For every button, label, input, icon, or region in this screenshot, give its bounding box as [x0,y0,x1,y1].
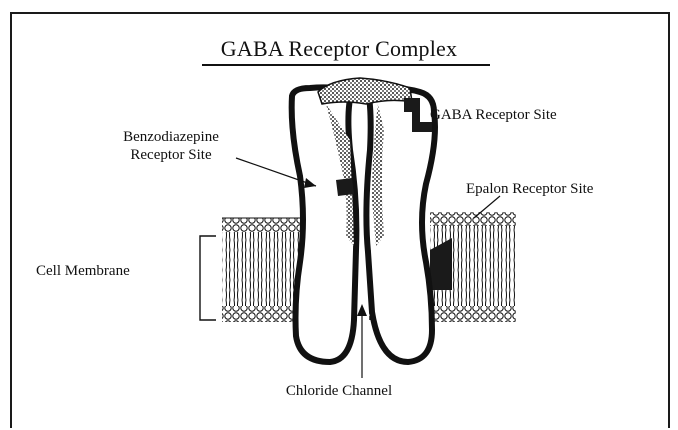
benzodiazepine-site-label: Benzodiazepine Receptor Site [96,128,246,164]
gaba-site-label: GABA Receptor Site [430,106,557,124]
membrane-right [430,212,516,322]
membrane-left [222,218,300,322]
chloride-channel-label: Chloride Channel [0,382,678,400]
cell-membrane-label: Cell Membrane [36,262,130,280]
benzodiazepine-label-line2: Receptor Site [96,146,246,164]
benzodiazepine-site [336,178,354,196]
epalon-site-label: Epalon Receptor Site [466,180,593,198]
benzodiazepine-label-line1: Benzodiazepine [96,128,246,146]
membrane-bracket [200,236,216,320]
